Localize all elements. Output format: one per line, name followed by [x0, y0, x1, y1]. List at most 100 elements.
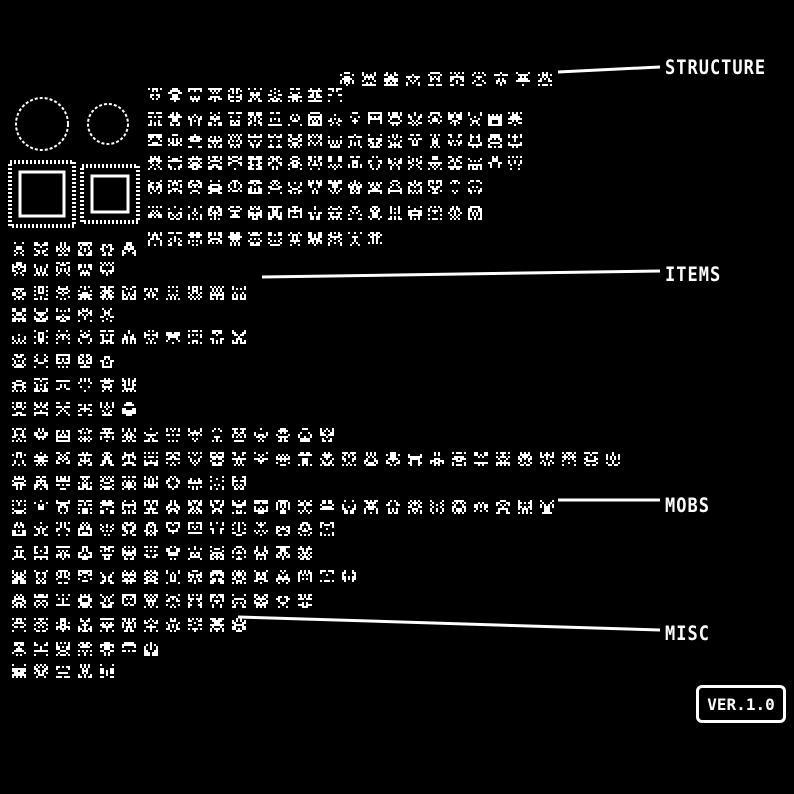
item-sprite [518, 452, 532, 466]
structure-tile [228, 206, 242, 218]
item-sprite [56, 430, 70, 442]
item-sprite [34, 378, 48, 392]
mob-sprite [474, 502, 488, 512]
item-sprite [78, 452, 92, 466]
structure-frame-inner [90, 174, 130, 214]
item-sprite [212, 428, 222, 442]
structure-tile [168, 156, 182, 170]
item-sprite [34, 354, 48, 368]
mob-sprite [12, 522, 26, 536]
mob-sprite [100, 500, 114, 514]
structure-tile [328, 206, 342, 220]
item-sprite [100, 330, 114, 344]
structure-tile [148, 180, 162, 194]
item-sprite [254, 428, 268, 442]
structure-tile [188, 180, 202, 194]
structure-tile [340, 72, 354, 86]
item-sprite [34, 264, 48, 276]
structure-tile [248, 112, 262, 126]
structure-tile [348, 156, 362, 168]
section-label-mobs: MOBS [665, 494, 710, 518]
mob-sprite [232, 500, 246, 514]
item-sprite [100, 356, 114, 368]
item-sprite [56, 402, 70, 416]
item-sprite [276, 428, 290, 442]
structure-tile [388, 206, 402, 220]
misc-sprite [56, 642, 70, 656]
version-badge: VER.1.0 [696, 685, 786, 723]
mob-sprite [276, 570, 290, 584]
structure-tile [328, 156, 342, 170]
misc-sprite [12, 642, 26, 656]
structure-tile [228, 112, 242, 126]
structure-tile [148, 112, 162, 126]
item-sprite [188, 286, 202, 300]
mob-sprite [34, 522, 48, 536]
structure-tile [268, 112, 282, 126]
item-sprite [166, 286, 180, 300]
item-sprite [78, 428, 92, 442]
item-sprite [100, 244, 114, 256]
item-sprite [408, 454, 422, 466]
structure-tile [148, 156, 162, 170]
mob-sprite [232, 570, 246, 584]
mob-sprite [232, 522, 246, 536]
mob-sprite [342, 570, 356, 582]
mob-sprite [100, 524, 114, 536]
mob-sprite [298, 500, 312, 514]
item-sprite [12, 308, 26, 322]
structure-tile [168, 88, 182, 102]
mob-sprite [232, 594, 246, 608]
structure-tile [268, 134, 282, 148]
mob-sprite [144, 500, 158, 514]
structure-tile [288, 182, 302, 194]
structure-tile [228, 180, 242, 192]
structure-tile [494, 72, 508, 86]
structure-tile [208, 136, 222, 148]
structure-tile [268, 232, 282, 246]
mob-sprite [540, 500, 554, 514]
structure-tile [328, 232, 342, 246]
structure-tile [308, 180, 322, 194]
mob-sprite [100, 572, 114, 584]
structure-tile [148, 88, 162, 100]
misc-sprite [12, 618, 26, 632]
misc-sprite [78, 642, 92, 656]
structure-tile [188, 114, 202, 126]
item-sprite [452, 452, 466, 466]
item-sprite [14, 242, 24, 256]
structure-tile [308, 206, 322, 220]
mob-sprite [408, 500, 422, 514]
structure-tile [448, 134, 462, 146]
structure-frame-inner [18, 170, 66, 218]
misc-sprite [188, 618, 202, 632]
item-sprite [78, 378, 92, 392]
structure-tile [328, 114, 342, 126]
structure-tile [468, 206, 482, 220]
structure-tile [388, 112, 402, 126]
item-sprite [100, 378, 114, 392]
item-sprite [122, 242, 136, 256]
mob-sprite [188, 522, 202, 534]
item-sprite [12, 452, 26, 466]
structure-tile [148, 232, 162, 246]
mob-sprite [320, 500, 334, 510]
mob-sprite [78, 500, 92, 514]
mob-sprite [210, 500, 224, 514]
mob-sprite [144, 546, 158, 558]
item-sprite [320, 428, 334, 442]
item-sprite [144, 288, 158, 300]
misc-sprite [78, 618, 92, 632]
item-sprite [12, 402, 26, 416]
item-sprite [12, 288, 26, 300]
structure-frame [80, 164, 140, 224]
item-sprite [166, 452, 180, 466]
misc-sprite [78, 664, 92, 678]
mob-sprite [188, 500, 202, 514]
structure-tile [268, 88, 282, 102]
item-sprite [144, 330, 158, 344]
item-sprite [12, 380, 26, 392]
item-sprite [232, 286, 246, 300]
structure-tile [288, 88, 302, 102]
